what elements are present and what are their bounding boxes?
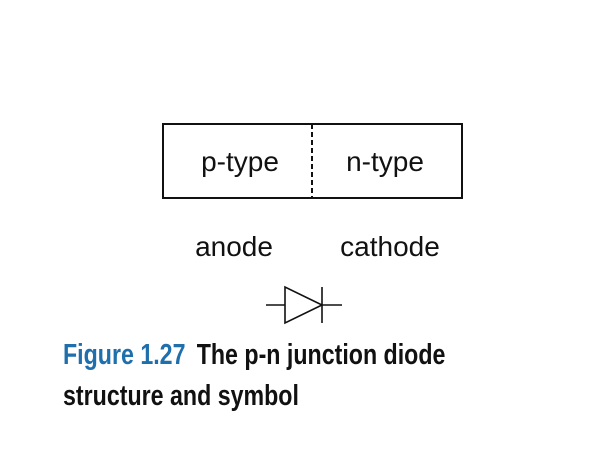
- cathode-label: cathode: [340, 231, 440, 262]
- caption-title: The p-n junction diode: [196, 339, 446, 371]
- caption-line-1: Figure 1.27 The p-n junction diode: [63, 341, 445, 370]
- caption-line-2: structure and symbol: [63, 380, 299, 412]
- n-type-label: n-type: [346, 146, 424, 177]
- anode-label: anode: [195, 231, 273, 262]
- diode-symbol-icon: [266, 285, 342, 325]
- figure-number: Figure 1.27: [63, 339, 186, 371]
- p-type-label: p-type: [201, 146, 279, 177]
